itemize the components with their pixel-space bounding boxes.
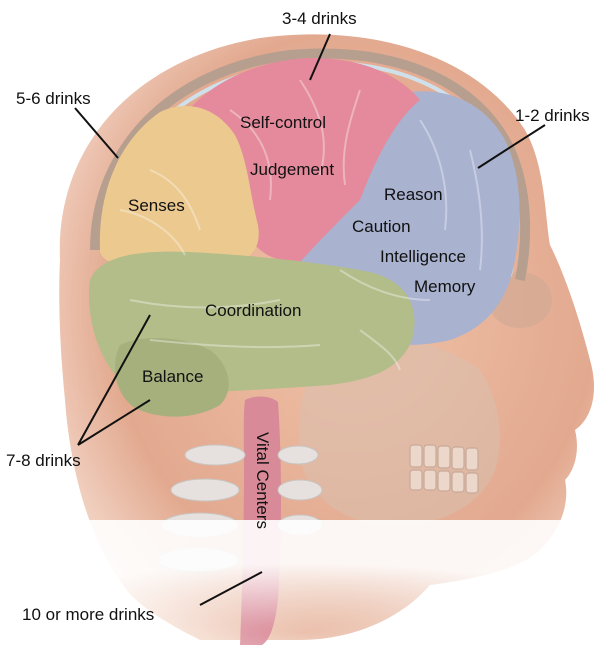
- label-intelligence: Intelligence: [380, 247, 466, 266]
- label-coordination: Coordination: [205, 301, 301, 320]
- label-1-2-drinks: 1-2 drinks: [515, 106, 590, 125]
- label-self-control: Self-control: [240, 113, 326, 132]
- label-10-or-more-drinks: 10 or more drinks: [22, 605, 154, 624]
- label-vital-centers: Vital Centers: [253, 432, 272, 529]
- label-5-6-drinks: 5-6 drinks: [16, 89, 91, 108]
- label-3-4-drinks: 3-4 drinks: [282, 9, 357, 28]
- label-senses: Senses: [128, 196, 185, 215]
- label-caution: Caution: [352, 217, 411, 236]
- label-judgement: Judgement: [250, 160, 334, 179]
- label-memory: Memory: [414, 277, 476, 296]
- label-balance: Balance: [142, 367, 203, 386]
- label-reason: Reason: [384, 185, 443, 204]
- label-7-8-drinks: 7-8 drinks: [6, 451, 81, 470]
